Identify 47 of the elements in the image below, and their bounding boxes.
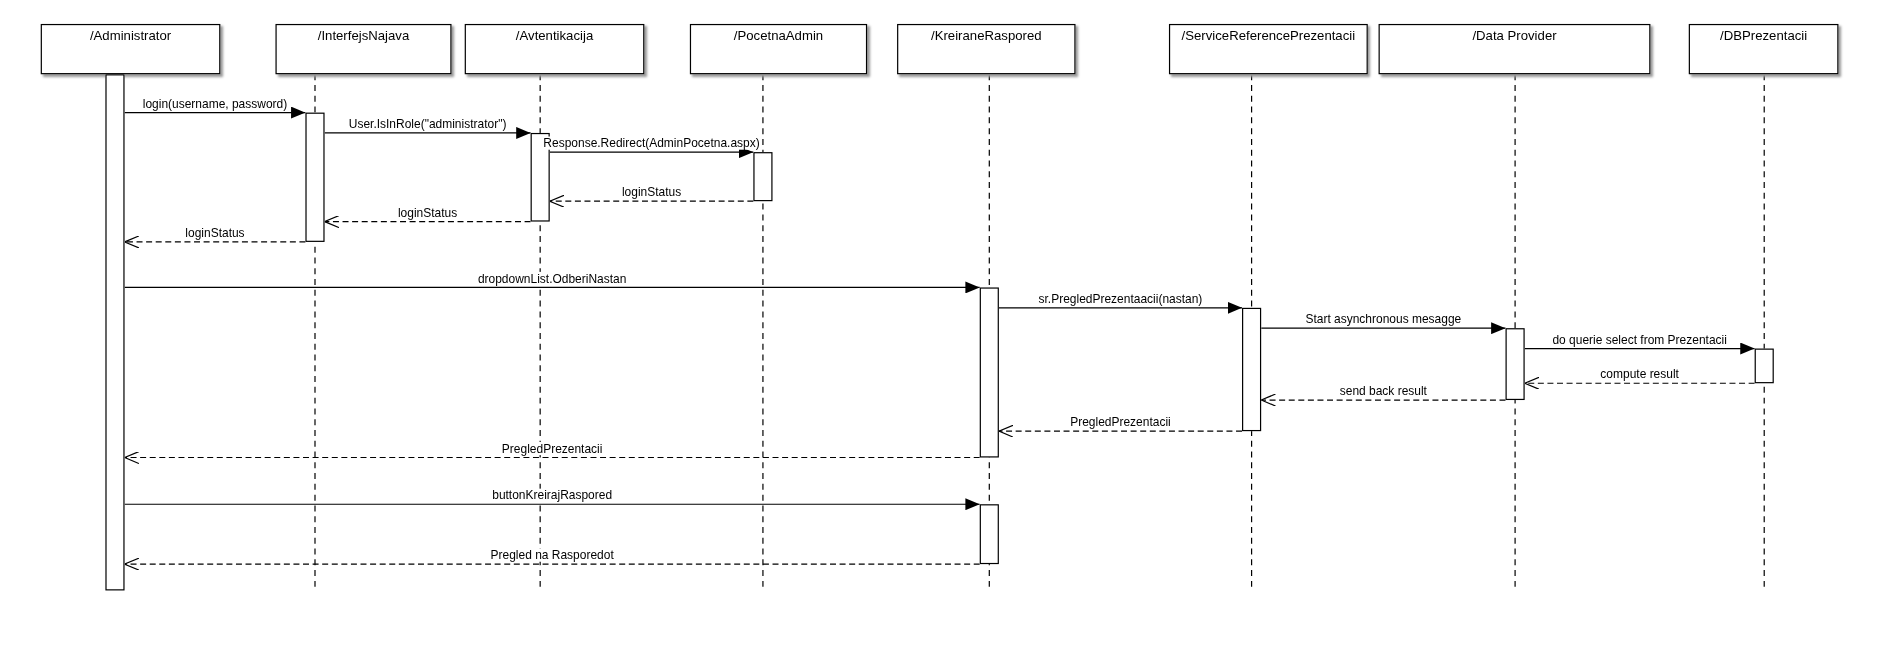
lifeline-header: /InterfejsNajava <box>275 23 452 75</box>
return-message-arrow <box>123 235 306 249</box>
activation-bar <box>1754 348 1774 384</box>
activation-bar <box>105 74 125 591</box>
message-label: loginStatus <box>396 206 459 220</box>
activation-bar <box>1242 307 1262 432</box>
message-arrow <box>998 301 1243 314</box>
activation-bar <box>979 287 999 458</box>
lifeline-header: /Data Provider <box>1378 23 1651 75</box>
message-label: User.IsInRole("administrator") <box>347 117 508 131</box>
message-label: dropdownList.OdberiNastan <box>476 271 628 286</box>
return-message-arrow <box>1524 376 1756 390</box>
message-arrow <box>123 106 306 119</box>
message-label: login(username, password) <box>141 97 289 111</box>
lifeline-header: /DBPrezentacii <box>1688 23 1839 75</box>
return-message-arrow <box>549 194 754 208</box>
message-label: Response.Redirect(AdminPocetna.aspx) <box>542 136 761 150</box>
message-arrow <box>123 281 981 294</box>
message-label: compute result <box>1599 367 1681 381</box>
activation-bar <box>305 112 325 242</box>
message-label: PregledPrezentacii <box>1069 415 1172 429</box>
lifeline-header: /Administrator <box>40 23 221 75</box>
lifeline-header: /KreiraneRaspored <box>897 23 1076 75</box>
return-message-arrow <box>123 557 981 571</box>
message-label: sr.PregledPrezentaacii(nastan) <box>1037 292 1204 306</box>
return-message-arrow <box>998 424 1243 438</box>
activation-bar <box>979 504 999 565</box>
message-label: PregledPrezentacii <box>500 441 604 456</box>
message-arrow <box>1260 322 1507 335</box>
message-label: Pregled na Rasporedot <box>489 548 615 562</box>
message-arrow <box>1524 342 1756 355</box>
activation-bar <box>1505 328 1525 401</box>
message-label: loginStatus <box>184 226 246 240</box>
activation-bar <box>753 152 773 202</box>
message-label: Start asynchronous mesagge <box>1304 312 1463 326</box>
lifeline-header: /PocetnaAdmin <box>689 23 868 75</box>
lifeline-header: /Avtentikacija <box>464 23 645 75</box>
return-message-arrow <box>123 450 981 465</box>
message-label: do querie select from Prezentacii <box>1551 332 1729 347</box>
message-arrow <box>123 498 981 511</box>
return-message-arrow <box>323 215 532 229</box>
message-label: loginStatus <box>620 185 683 199</box>
message-label: buttonKreirajRaspored <box>491 488 614 502</box>
return-message-arrow <box>1260 393 1507 407</box>
lifeline-header: /ServiceReferencePrezentacii <box>1168 23 1368 75</box>
message-label: send back result <box>1338 384 1429 398</box>
message-arrow <box>323 126 532 139</box>
